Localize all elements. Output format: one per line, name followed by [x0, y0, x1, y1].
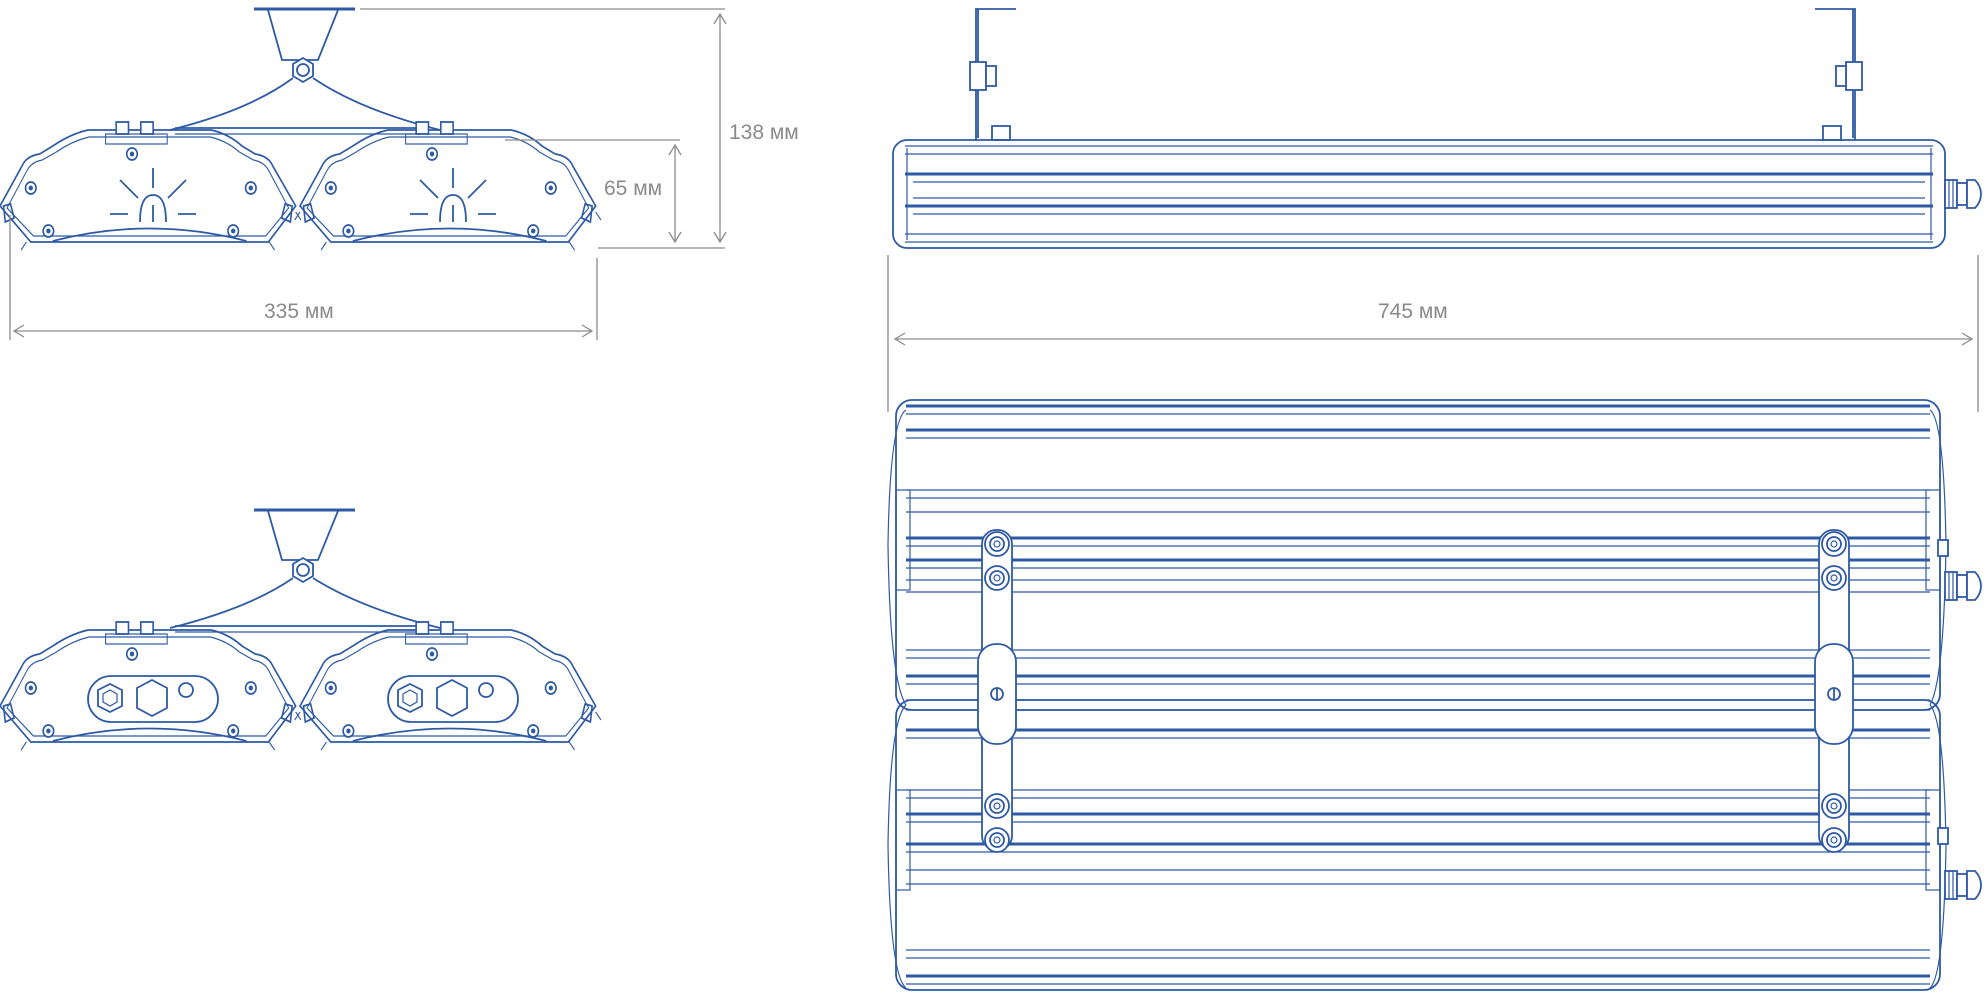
- dimension-height-body: [505, 139, 682, 244]
- right-module: [293, 121, 602, 251]
- dimension-label-length: 745 мм: [1378, 300, 1448, 323]
- small-fitting: [1937, 827, 1949, 845]
- light-sun-icon: [110, 168, 196, 223]
- cable-gland: [1944, 870, 1982, 900]
- rear-view: [0, 508, 602, 751]
- dimension-label-height-total: 138 мм: [729, 121, 799, 144]
- cable-gland-icon: [87, 675, 219, 723]
- cable-gland: [1944, 571, 1982, 601]
- lower-module: [895, 699, 1941, 991]
- mounting-bracket-icon: [969, 8, 1863, 141]
- dimension-height-total: [360, 8, 727, 249]
- mounting-bracket: [169, 508, 441, 633]
- extrusion-body: [891, 138, 1947, 250]
- top-view: [887, 399, 1982, 991]
- upper-module: [895, 399, 1941, 711]
- cable-gland: [1944, 179, 1982, 209]
- small-fitting: [1937, 539, 1949, 557]
- left-module: [0, 121, 302, 251]
- light-sun-icon: [410, 168, 496, 223]
- dimension-label-height-body: 65 мм: [604, 177, 662, 200]
- dimension-length: [887, 255, 1979, 412]
- bracket-strap-right: [1814, 529, 1854, 853]
- heatsink-fins-icon: [887, 399, 1947, 991]
- mounting-bracket: [169, 7, 441, 135]
- bracket-strap-left: [977, 529, 1017, 853]
- dimension-width: [9, 215, 598, 340]
- front-view: [0, 7, 602, 251]
- side-view: [891, 8, 1982, 250]
- dimension-label-width: 335 мм: [264, 300, 334, 323]
- cable-gland-icon: [387, 675, 519, 723]
